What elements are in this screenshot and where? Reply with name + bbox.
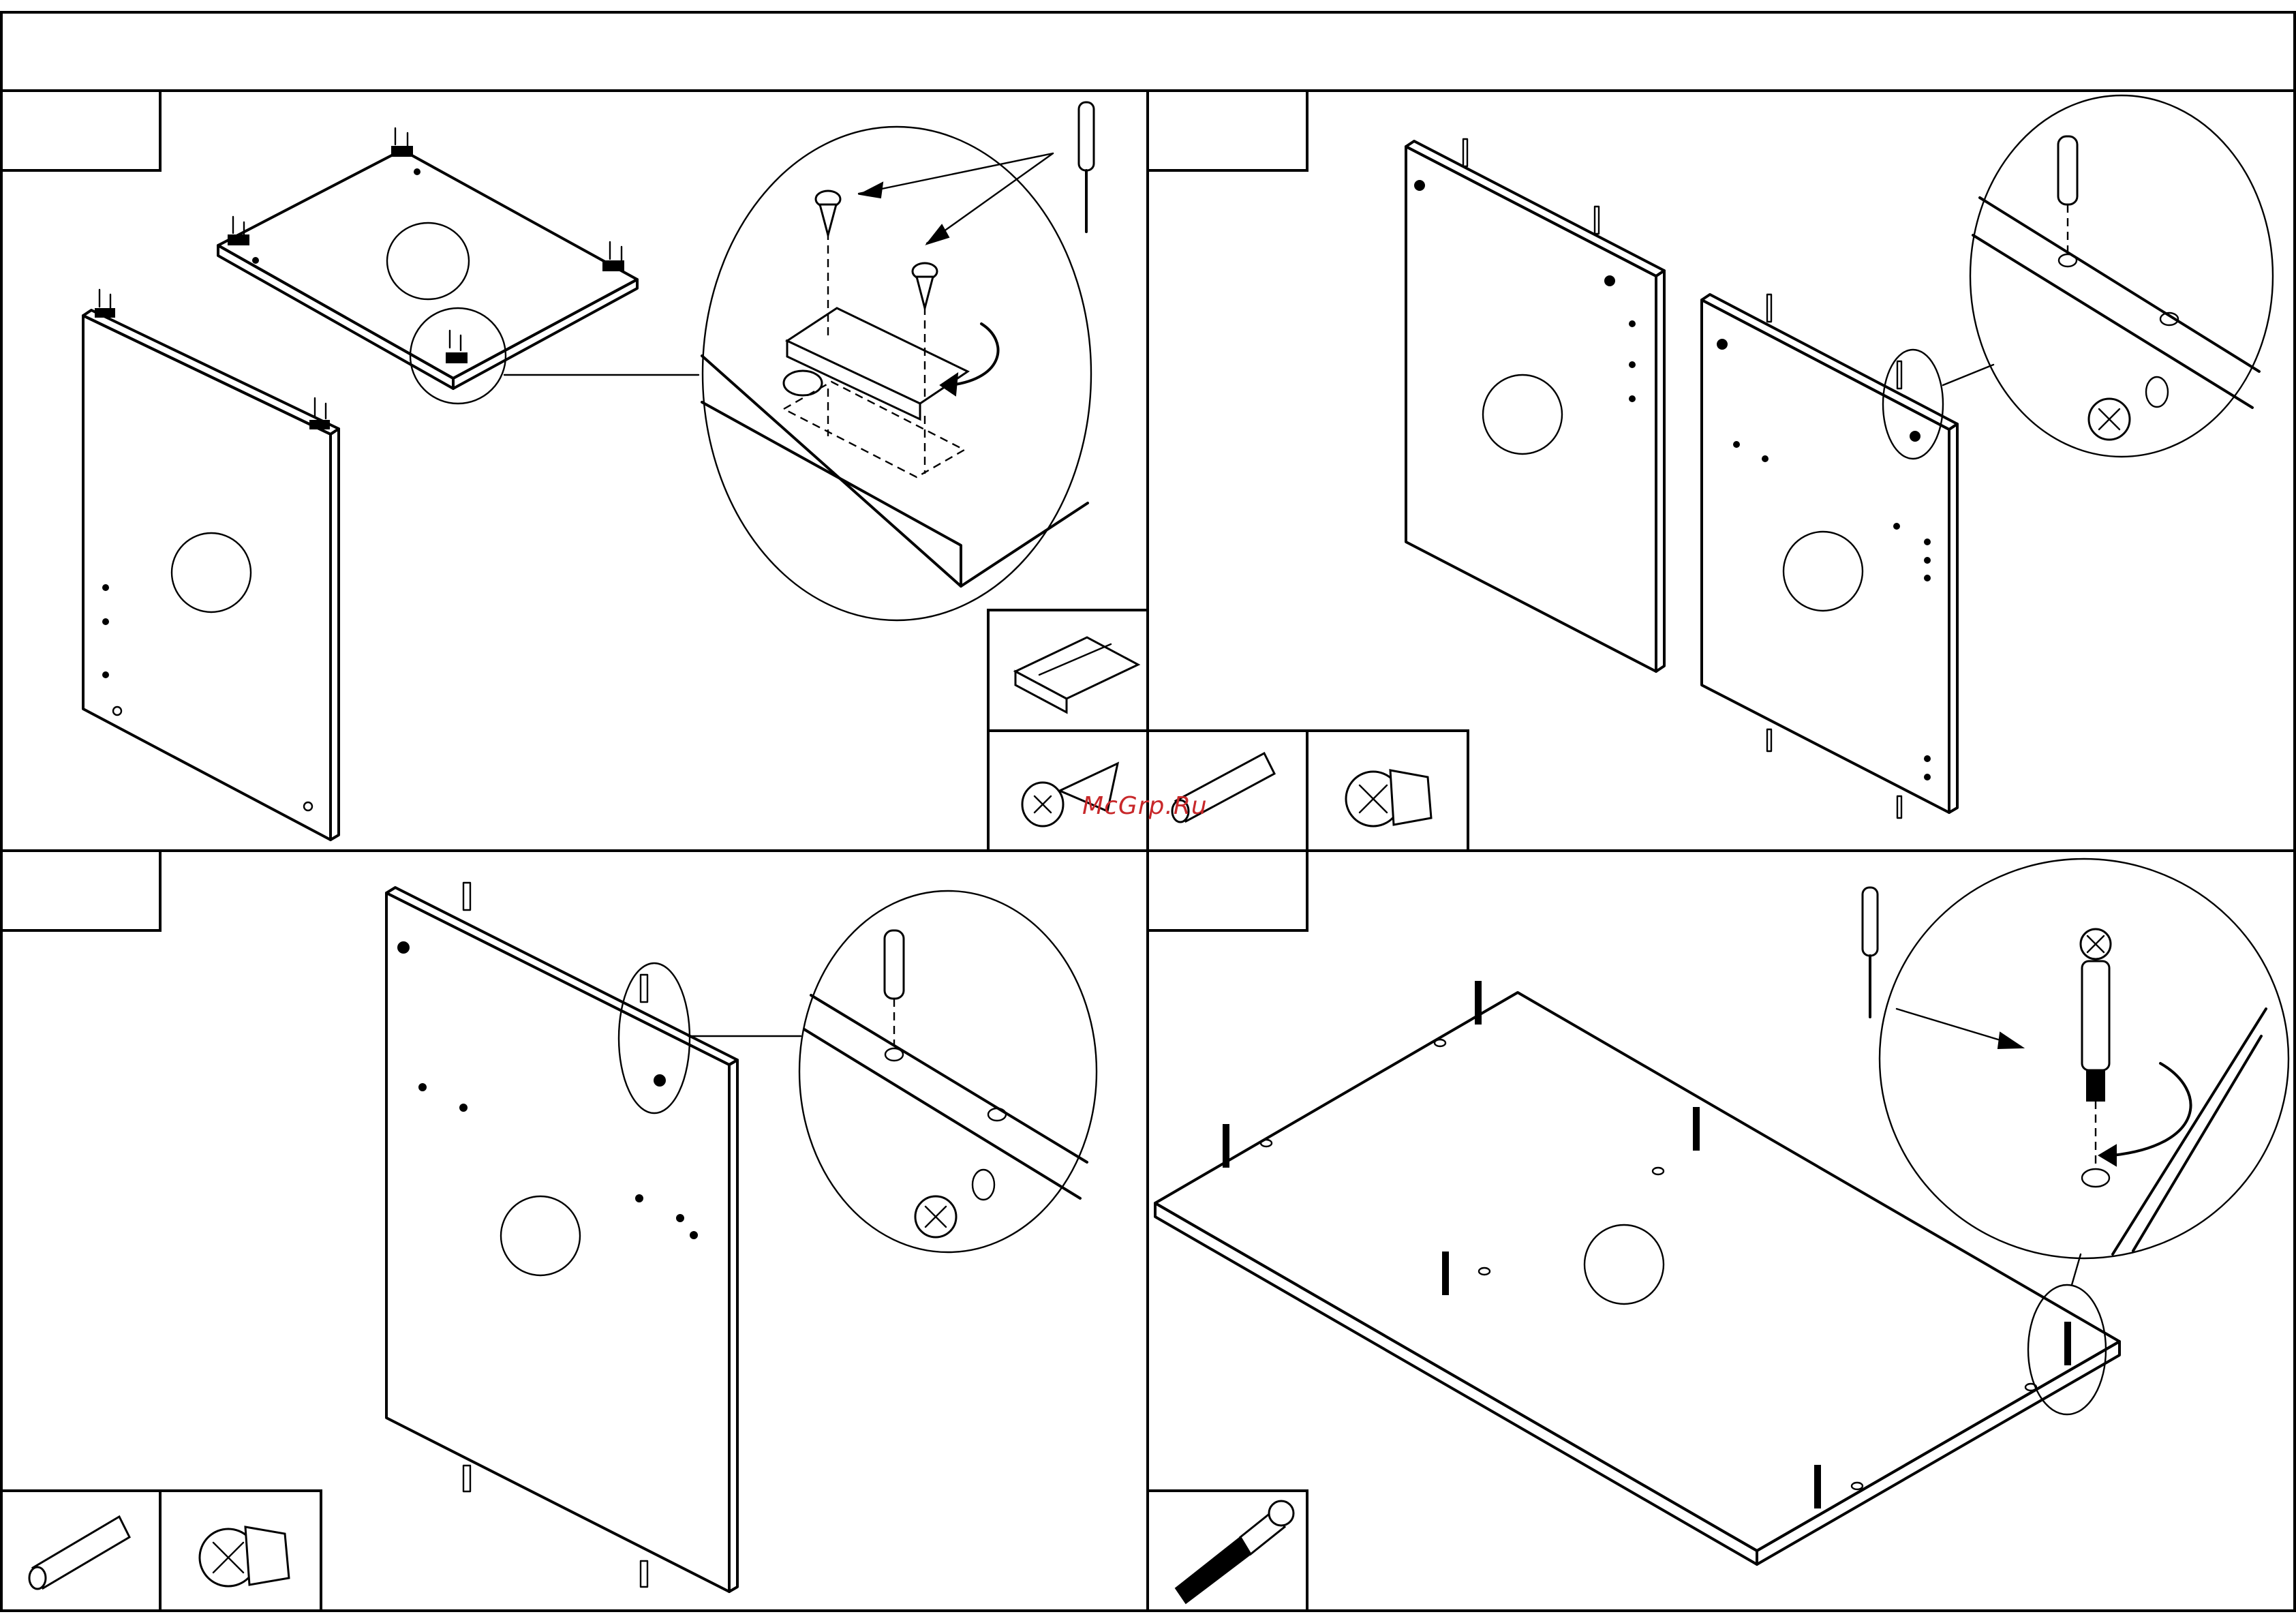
screwdriver-icon-2 [1863, 888, 1878, 1017]
cam-bolt-icon [1176, 1501, 1294, 1603]
watermark-text: McGrp.Ru [1082, 792, 1208, 820]
detail-plate-install [702, 153, 1088, 586]
step-1-panel [83, 102, 1148, 851]
base-panel-board [1155, 982, 2119, 1564]
connector-plate-icon [1015, 637, 1138, 712]
header-bar [3, 14, 2293, 89]
cam-lock-icon-3 [200, 1527, 289, 1586]
step-4-panel [1148, 859, 2289, 1611]
detail-dowel-cam [1973, 136, 2259, 440]
side-panel-board [83, 290, 339, 840]
detail-cam-bolt [1897, 929, 2266, 1254]
step-3-panel [1, 883, 1097, 1611]
screwdriver-icon [1079, 102, 1094, 232]
side-panel-board-2 [1702, 294, 1957, 818]
detail-dowel-cam-3 [804, 930, 1087, 1237]
back-panel-board [1406, 139, 1664, 671]
detail-view-step-3 [799, 891, 1097, 1252]
detail-ring-2 [1883, 350, 1943, 459]
wooden-dowel-icon-3 [29, 1517, 129, 1589]
step-2-number-box [1148, 91, 1307, 170]
cam-lock-icon [1346, 770, 1431, 826]
step-1-number-box [1, 91, 160, 170]
side-panel-board-3 [386, 883, 737, 1592]
top-panel-board [218, 128, 637, 389]
step-4-number-box [1148, 851, 1307, 930]
step-2-panel [1148, 95, 2273, 851]
step-3-number-box [1, 851, 160, 930]
